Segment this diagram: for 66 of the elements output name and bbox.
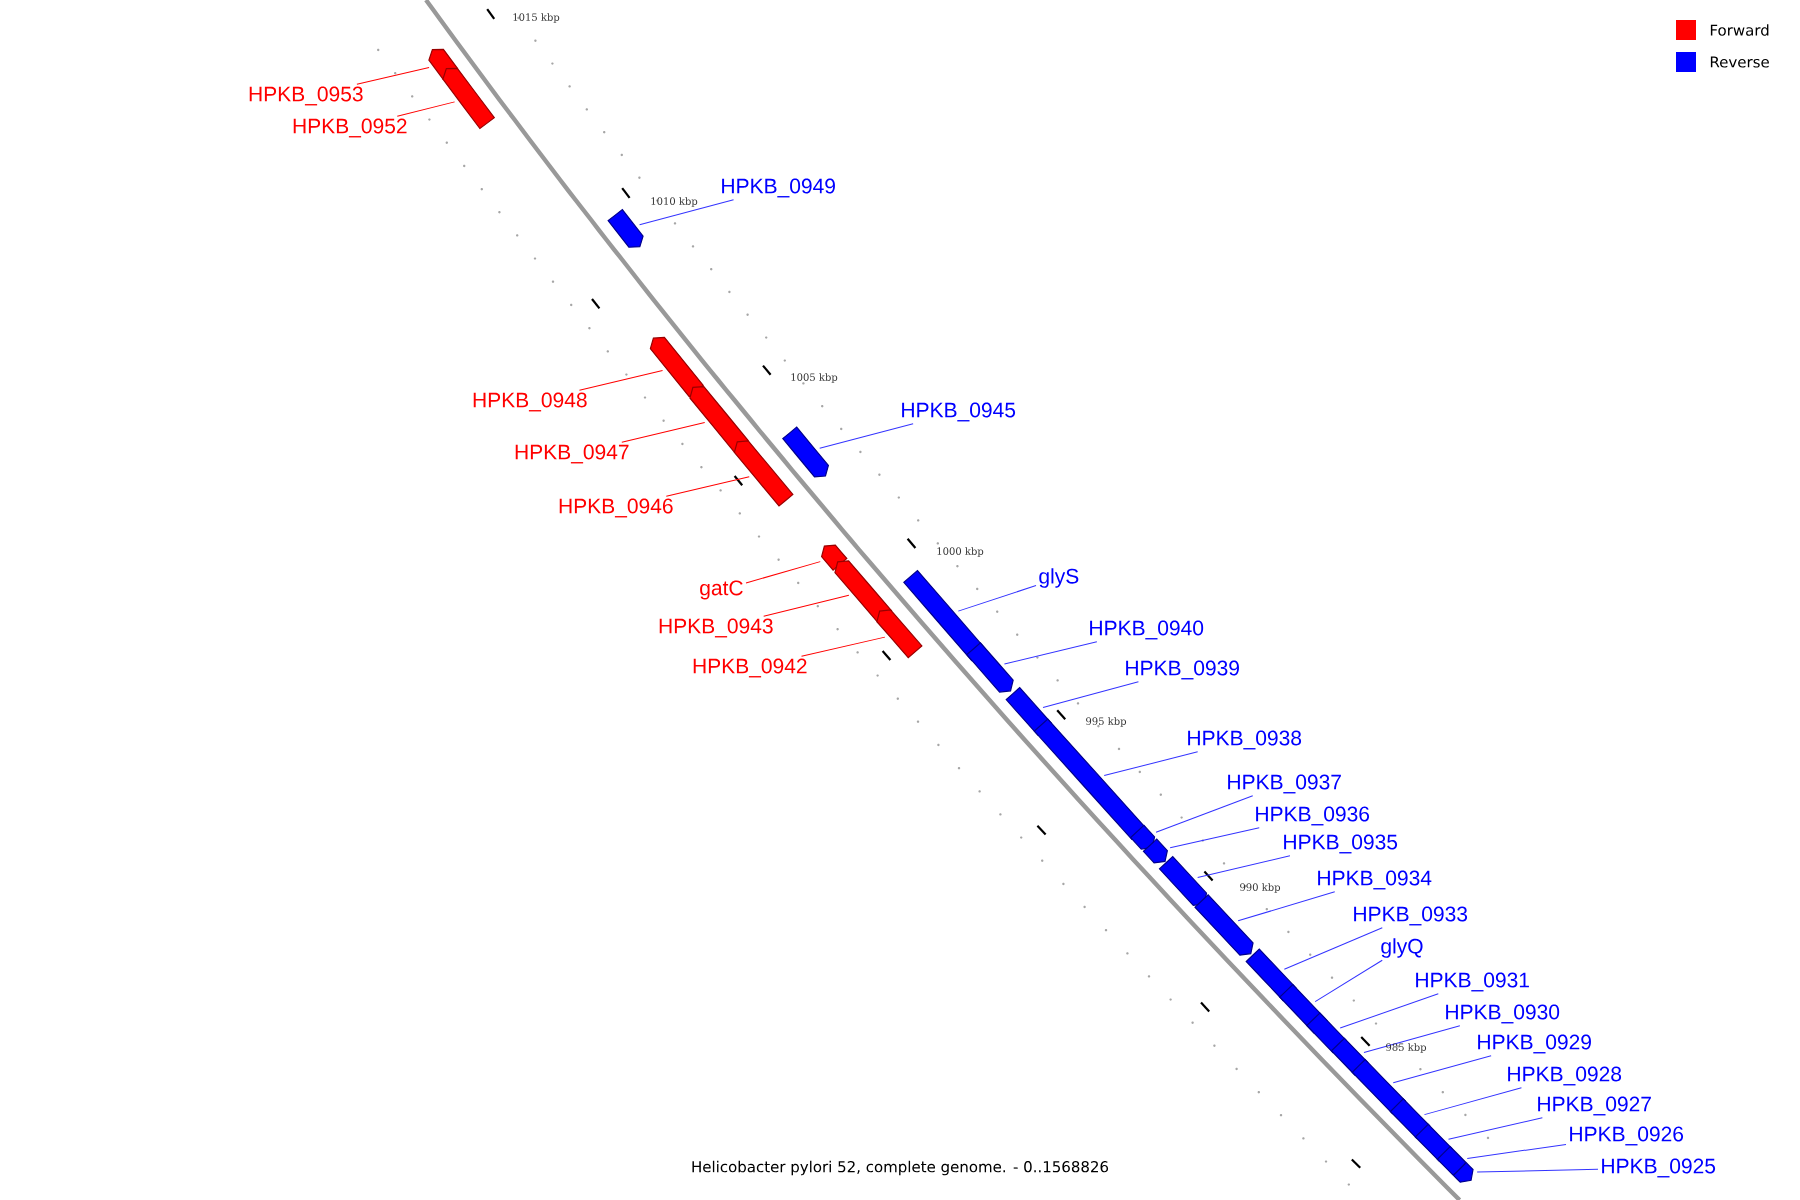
gene-label: HPKB_0939: [1126, 660, 1239, 680]
gene-label: HPKB_0943: [659, 618, 773, 638]
leader-line: [1237, 891, 1336, 922]
gene-label: HPKB_0949: [722, 178, 835, 198]
gene-label: HPKB_0936: [1256, 806, 1370, 826]
leader-line: [1423, 1087, 1522, 1116]
gene-label: HPKB_0928: [1508, 1066, 1622, 1086]
gene-block: [649, 336, 705, 398]
gene-label: HPKB_0947: [515, 444, 629, 464]
gene-label: HPKB_0925: [1602, 1158, 1716, 1178]
leader-line: [1042, 681, 1139, 709]
gene-label: glyS: [1039, 568, 1079, 588]
gene-label: HPKB_0929: [1478, 1034, 1591, 1054]
gene-block: [1142, 838, 1168, 864]
gene-block: [834, 560, 893, 624]
leader-line: [763, 594, 850, 617]
gene-label: glyQ: [1381, 938, 1423, 958]
leader-line: [957, 585, 1037, 612]
gene-block: [733, 440, 794, 507]
gene-label: HPKB_0937: [1228, 774, 1341, 794]
leader-line: [1339, 993, 1439, 1029]
leader-line: [801, 636, 886, 657]
gene-label: HPKB_0934: [1318, 870, 1432, 890]
leader-line: [1003, 641, 1098, 665]
leader-line: [819, 423, 914, 449]
gene-block: [820, 544, 848, 572]
gene-label: HPKB_0926: [1570, 1126, 1684, 1146]
gene-label: gatC: [700, 580, 743, 600]
gene-label: HPKB_0935: [1284, 834, 1398, 854]
leader-line: [621, 422, 706, 443]
gene-label: HPKB_0946: [559, 498, 673, 518]
leader-line: [1169, 827, 1260, 849]
leader-line: [1448, 1117, 1543, 1140]
gene-block: [1033, 718, 1146, 840]
leader-line: [578, 369, 664, 391]
gene-label: HPKB_0933: [1354, 906, 1468, 926]
gene-block: [1129, 824, 1156, 850]
gene-label: HPKB_0931: [1416, 972, 1529, 992]
leader-line: [639, 199, 735, 226]
leader-line: [1155, 795, 1254, 833]
leader-line: [665, 476, 750, 497]
gene-label: HPKB_0938: [1188, 730, 1302, 750]
gene-block: [782, 426, 830, 478]
leader-line: [1197, 855, 1291, 879]
gene-label: HPKB_0927: [1538, 1096, 1651, 1116]
leader-line: [1103, 751, 1199, 777]
gene-label: HPKB_0948: [473, 392, 587, 412]
leader-line: [1363, 1025, 1461, 1054]
gene-label: HPKB_0945: [902, 402, 1016, 422]
gene-block: [442, 67, 496, 130]
gene-block: [1194, 894, 1254, 956]
leader-line: [1392, 1055, 1492, 1084]
gene-label: HPKB_0952: [293, 118, 407, 138]
gene-label: HPKB_0942: [693, 658, 807, 678]
leader-line: [745, 561, 821, 584]
leader-line: [1466, 1144, 1567, 1159]
leader-line: [1476, 1168, 1599, 1173]
leader-line: [1283, 927, 1383, 970]
gene-block: [689, 385, 749, 453]
leader-line: [356, 66, 430, 85]
gene-label: HPKB_0940: [1090, 620, 1204, 640]
gene-block: [876, 609, 923, 659]
leader-line: [396, 101, 456, 117]
gene-label: HPKB_0953: [249, 86, 363, 106]
gene-label: HPKB_0930: [1446, 1004, 1560, 1024]
leader-line: [1314, 959, 1383, 1003]
